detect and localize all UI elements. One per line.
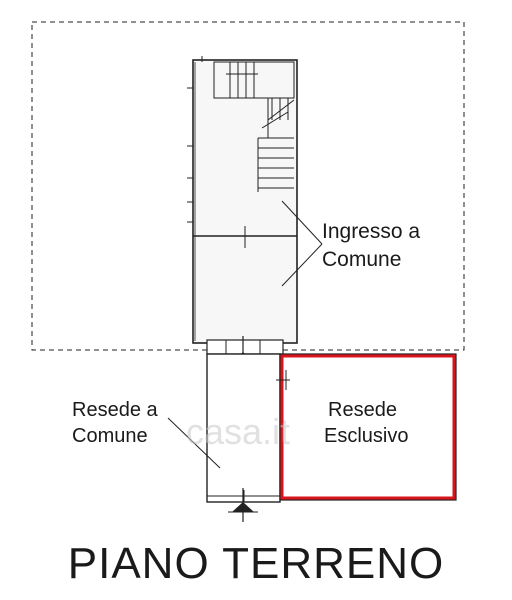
bottom-arrow-icon: [228, 488, 258, 522]
site-boundary-dashed: [31, 21, 465, 351]
wall-ticks: [187, 56, 203, 223]
watermark-text: casa.it: [186, 411, 290, 452]
leader-line-resede-comune: [167, 417, 221, 469]
label-resede-esclusivo-line2: Esclusivo: [324, 425, 408, 447]
label-ingresso-line1: Ingresso a: [322, 220, 420, 243]
resede-esclusivo-inner: [279, 353, 457, 501]
page-title: PIANO TERRENO: [68, 539, 444, 588]
label-resede-comune-line2: Comune: [72, 425, 148, 447]
resede-comune-area: [206, 353, 281, 503]
label-resede-esclusivo-line1: Resede: [328, 399, 397, 421]
resede-esclusivo-highlight: [280, 354, 456, 500]
leader-line-ingresso: [281, 200, 323, 245]
label-ingresso-line2: Comune: [322, 248, 401, 271]
staircase: [213, 61, 295, 192]
building-outline: [192, 59, 298, 344]
label-resede-comune-line1: Resede a: [72, 399, 158, 421]
